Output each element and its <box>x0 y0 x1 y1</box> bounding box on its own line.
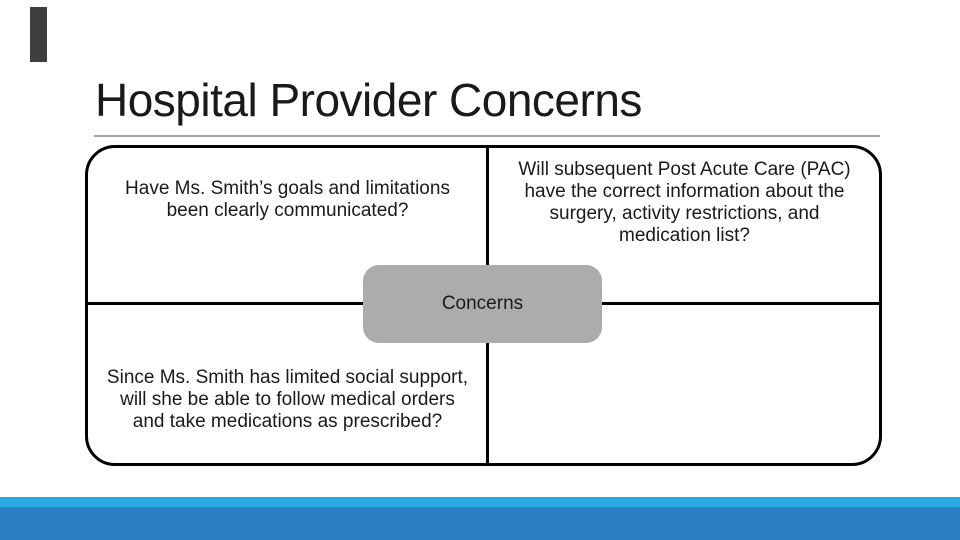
question-line: and take medications as prescribed? <box>132 411 443 432</box>
quadrant-question: Will subsequent Post Acute Care (PAC) ha… <box>518 159 850 247</box>
question-line: been clearly communicated? <box>166 200 409 221</box>
quadrant-bottom-left: Since Ms. Smith has limited social suppo… <box>88 305 487 463</box>
question-line: have the correct information about the <box>524 181 845 202</box>
concerns-center-box: Concerns <box>363 265 602 343</box>
quadrant-frame: Have Ms. Smith’s goals and limitations b… <box>85 145 882 466</box>
question-line: will she be able to follow medical order… <box>120 389 455 410</box>
question-line: medication list? <box>619 225 750 246</box>
question-line: Since Ms. Smith has limited social suppo… <box>106 367 469 388</box>
question-line: surgery, activity restrictions, and <box>549 203 820 224</box>
question-line: Will subsequent Post Acute Care (PAC) <box>518 159 851 180</box>
concerns-label: Concerns <box>441 293 524 314</box>
bottom-band-stripe <box>0 497 960 507</box>
template-accent-bar <box>30 7 47 62</box>
title-underline-rule <box>94 135 880 137</box>
question-line: Have Ms. Smith’s goals and limitations <box>125 178 450 199</box>
quadrant-question: Since Ms. Smith has limited social suppo… <box>107 367 468 433</box>
quadrant-top-right: Will subsequent Post Acute Care (PAC) ha… <box>490 148 879 313</box>
slide-title: Hospital Provider Concerns <box>95 74 642 126</box>
quadrant-top-left: Have Ms. Smith’s goals and limitations b… <box>88 148 487 332</box>
bottom-band <box>0 507 960 540</box>
quadrant-question: Have Ms. Smith’s goals and limitations b… <box>125 178 450 222</box>
